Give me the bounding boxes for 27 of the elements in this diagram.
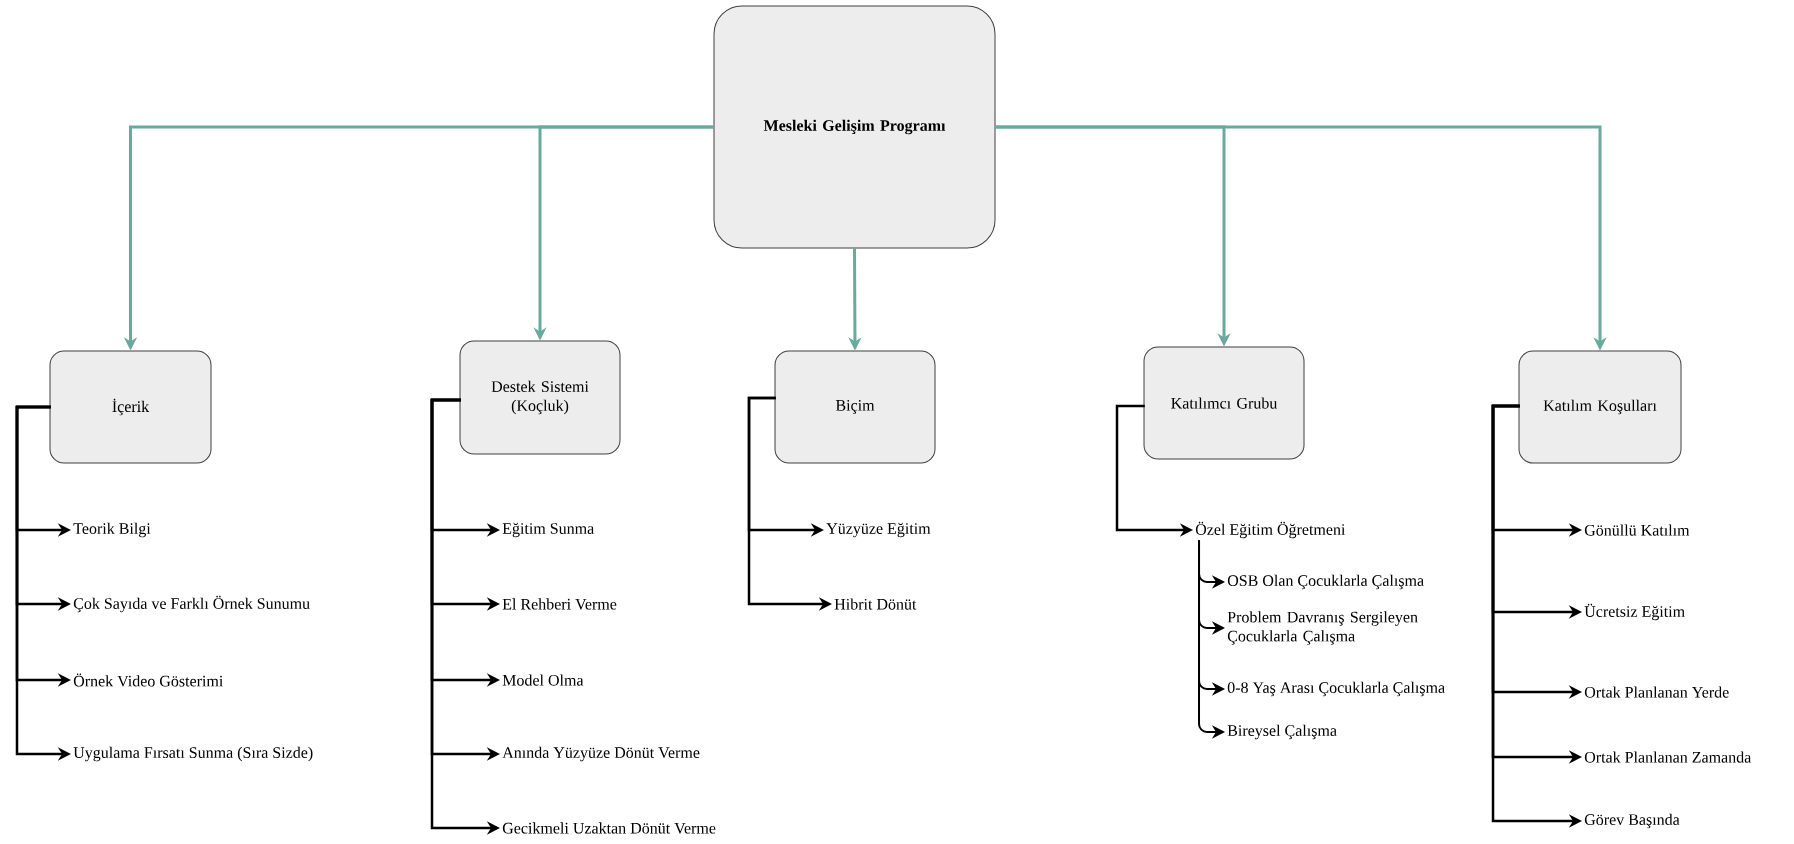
item-label: Yüzyüze Eğitim: [826, 522, 931, 538]
item-label: Örnek Video Gösterimi: [73, 673, 223, 687]
item-label: El Rehberi Verme: [502, 598, 617, 610]
item-label: Bireysel Çalışma: [1227, 724, 1337, 740]
item-label: Özel Eğitim Öğretmeni: [1195, 521, 1346, 539]
item-label: Gecikmeli Uzaktan Dönüt Verme: [502, 822, 716, 834]
program-box: Mesleki Gelişim Programı: [713, 5, 996, 249]
item-label: Anında Yüzyüze Dönüt Verme: [502, 746, 700, 762]
item-label: Ortak Planlanan Zamanda: [1584, 751, 1752, 763]
item-label: Teorik Bilgi: [73, 522, 151, 538]
item-label: OSB Olan Çocuklarla Çalışma: [1227, 574, 1424, 590]
item-label: Hibrit Dönüt: [834, 598, 917, 610]
category-box: Biçim: [774, 350, 936, 464]
item-label: Ücretsiz Eğitim: [1584, 603, 1685, 621]
item-label: Eğitim Sunma: [502, 522, 594, 538]
item-label: 0-8 Yaş Arası Çocuklarla Çalışma: [1227, 681, 1445, 697]
item-label: Görev Başında: [1584, 813, 1680, 829]
item-label: Uygulama Fırsatı Sunma (Sıra Sizde): [73, 746, 313, 762]
item-label: Gönüllü Katılım: [1584, 524, 1690, 536]
item-label: Çok Sayıda ve Farklı Örnek Sunumu: [73, 595, 310, 613]
category-box: İçerik: [49, 350, 212, 464]
category-box: Katılımcı Grubu: [1143, 346, 1305, 460]
item-label: Model Olma: [502, 674, 584, 686]
item-label: Ortak Planlanan Yerde: [1584, 686, 1729, 698]
category-box: Katılım Koşulları: [1518, 350, 1682, 464]
category-box: Destek Sistemi (Koçluk): [459, 340, 621, 455]
item-label: Problem Davranış Sergileyen Çocuklarla Çalışma: [1227, 611, 1418, 645]
